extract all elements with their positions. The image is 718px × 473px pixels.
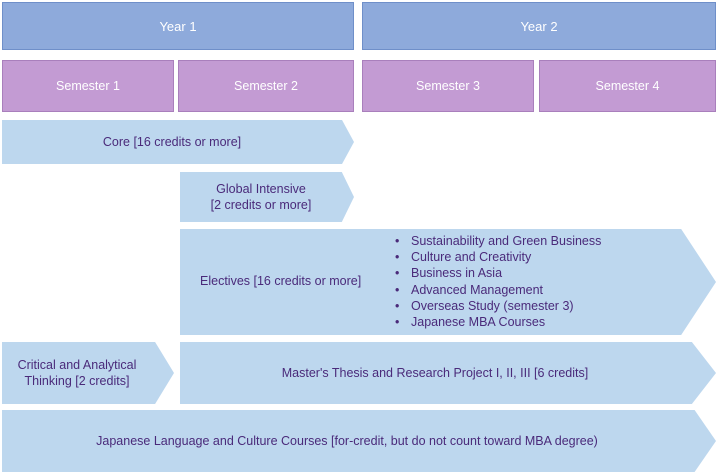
global-intensive-label: Global Intensive [2 credits or more] [180,181,342,213]
electives-item: Overseas Study (semester 3) [411,298,574,313]
electives-arrow: Electives [16 credits or more] [180,229,716,335]
semester-3-label: Semester 3 [416,79,480,93]
semester-2-header: Semester 2 [178,60,354,112]
semester-4-header: Semester 4 [539,60,716,112]
semester-1-header: Semester 1 [2,60,174,112]
critical-thinking-label: Critical and Analytical Thinking [2 cred… [2,357,152,389]
core-label: Core [16 credits or more] [102,135,242,149]
year-1-header: Year 1 [2,2,354,50]
year-2-label: Year 2 [520,18,558,34]
japanese-language-label: Japanese Language and Culture Courses [f… [96,434,598,448]
thesis-arrow: Master's Thesis and Research Project I, … [180,342,716,404]
global-intensive-arrow: Global Intensive [2 credits or more] [180,172,354,222]
bullet-icon: • [395,282,400,297]
japanese-language-arrow: Japanese Language and Culture Courses [f… [2,410,716,472]
electives-item: Culture and Creativity [411,250,532,265]
year-1-label: Year 1 [159,18,197,34]
global-intensive-line-1: Global Intensive [216,182,306,196]
list-item: • Japanese MBA Courses [395,314,601,330]
critical-thinking-arrow: Critical and Analytical Thinking [2 cred… [2,342,174,404]
semester-3-header: Semester 3 [362,60,534,112]
list-item: • Business in Asia [395,265,601,281]
electives-item: Advanced Management [411,282,544,297]
semester-4-label: Semester 4 [595,79,660,93]
bullet-icon: • [395,298,400,313]
year-2-header: Year 2 [362,2,716,50]
bullet-icon: • [395,234,400,248]
list-item: • Overseas Study (semester 3) [395,298,601,314]
semester-1-label: Semester 1 [56,79,120,93]
critical-thinking-line-2: Thinking [2 credits] [24,374,130,388]
global-intensive-line-2: [2 credits or more] [210,198,312,212]
critical-thinking-line-1: Critical and Analytical [17,358,137,372]
core-arrow: Core [16 credits or more] [2,120,354,164]
bullet-icon: • [395,250,400,265]
list-item: • Culture and Creativity [395,249,601,265]
list-item: • Advanced Management [395,282,601,298]
list-item: • Sustainability and Green Business [395,233,601,249]
bullet-icon: • [395,266,400,281]
electives-label: Electives [16 credits or more] [200,274,362,288]
electives-item: Japanese MBA Courses [411,315,546,330]
semester-2-label: Semester 2 [234,79,298,93]
thesis-label: Master's Thesis and Research Project I, … [281,366,589,380]
electives-list: • Sustainability and Green Business • Cult… [395,233,601,330]
bullet-icon: • [395,315,400,330]
electives-item: Sustainability and Green Business [411,234,602,248]
electives-item: Business in Asia [411,266,503,281]
